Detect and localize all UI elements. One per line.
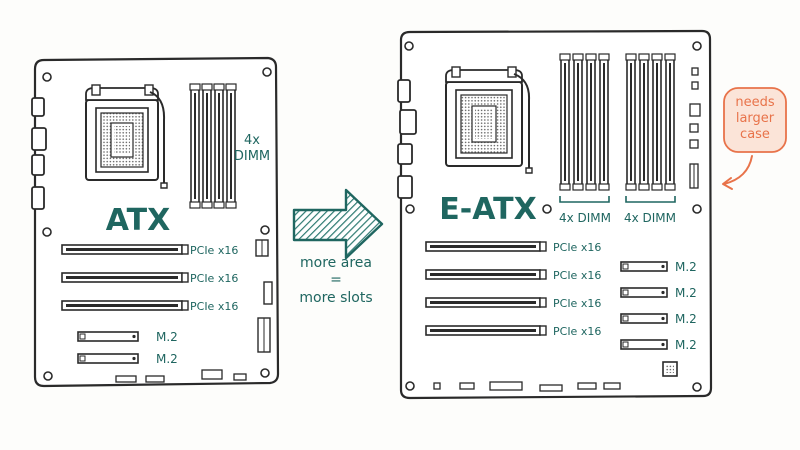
- atx-side-connectors: [257, 281, 273, 353]
- atx-header-connector: [255, 239, 269, 257]
- dimm-slot: [638, 53, 650, 191]
- eatx-pcie-label: PCIe x16: [553, 325, 601, 338]
- note-bubble: [723, 87, 787, 153]
- eatx-bottom-headers: [433, 381, 621, 392]
- atx-dimm-label: DIMM: [234, 149, 270, 164]
- m2-slot: [620, 287, 668, 298]
- eatx-m2-label: M.2: [675, 286, 697, 300]
- eatx-side-connectors: [689, 67, 701, 189]
- dimm-slot: [189, 83, 201, 209]
- dimm-slot: [598, 53, 610, 191]
- atx-title: ATX: [106, 203, 170, 238]
- dimm-slot: [572, 53, 584, 191]
- eatx-mounting-holes: [404, 41, 702, 392]
- m2-slot: [77, 353, 139, 364]
- atx-pcie-label: PCIe x16: [190, 300, 238, 313]
- dimm-slot: [651, 53, 663, 191]
- atx-mounting-holes: [42, 67, 272, 381]
- note-arrow: [723, 155, 753, 185]
- dimm-slot: [559, 53, 571, 191]
- arrow-label-line3: more slots: [299, 290, 372, 306]
- note-line2: larger: [736, 111, 775, 126]
- eatx-m2-label: M.2: [675, 260, 697, 274]
- pcie-slot: [425, 269, 547, 280]
- atx-bottom-headers: [115, 369, 247, 383]
- atx-pcie-label: PCIe x16: [190, 272, 238, 285]
- m2-slot: [620, 261, 668, 272]
- dimm-slot: [201, 83, 213, 209]
- atx-m2-label: M.2: [156, 330, 178, 344]
- m2-slot: [620, 339, 668, 350]
- dimm-slot: [625, 53, 637, 191]
- arrow-shape: [292, 188, 384, 260]
- pcie-slot: [425, 241, 547, 252]
- atx-pcie-label: PCIe x16: [190, 244, 238, 257]
- eatx-dimm-group-label: 4x DIMM: [624, 211, 676, 225]
- pcie-slot: [425, 297, 547, 308]
- dimm-slot: [225, 83, 237, 209]
- pcie-slot: [425, 325, 547, 336]
- atx-cpu-socket: [85, 84, 168, 189]
- dimm-slot: [213, 83, 225, 209]
- dimm-group-1-brace: [559, 196, 610, 203]
- pcie-slot: [61, 300, 189, 311]
- atx-dimm-slots: [189, 83, 237, 209]
- eatx-m2-label: M.2: [675, 338, 697, 352]
- dimm-slot: [664, 53, 676, 191]
- atx-rear-io: [31, 97, 47, 210]
- pcie-slot: [61, 244, 189, 255]
- arrow-label-line1: more area: [300, 255, 372, 271]
- eatx-rear-io: [397, 79, 417, 199]
- eatx-chipset: [662, 361, 678, 377]
- growth-arrow: more area = more slots: [292, 188, 384, 306]
- eatx-dimm-group-1: [559, 53, 610, 191]
- atx-m2-label: M.2: [156, 352, 178, 366]
- eatx-title: E-ATX: [439, 192, 536, 227]
- atx-dimm-count: 4x: [244, 133, 260, 148]
- eatx-pcie-label: PCIe x16: [553, 297, 601, 310]
- eatx-dimm-group-label: 4x DIMM: [559, 211, 611, 225]
- atx-m2-slots: [77, 331, 139, 364]
- dimm-slot: [585, 53, 597, 191]
- note-line3: case: [740, 127, 770, 142]
- eatx-pcie-label: PCIe x16: [553, 241, 601, 254]
- eatx-cpu-socket: [445, 66, 533, 174]
- note-line1: needs: [735, 95, 774, 110]
- m2-slot: [620, 313, 668, 324]
- pcie-slot: [61, 272, 189, 283]
- eatx-pcie-label: PCIe x16: [553, 269, 601, 282]
- arrow-label-line2: =: [330, 272, 342, 288]
- atx-board: 4x DIMM ATX P: [31, 56, 280, 388]
- larger-case-note: needs larger case: [722, 87, 787, 190]
- eatx-m2-label: M.2: [675, 312, 697, 326]
- dimm-group-2-brace: [625, 196, 676, 203]
- eatx-board: 4x DIMM 4x DIMM E-ATX: [397, 29, 713, 400]
- note-arrow-head: [722, 177, 733, 190]
- atx-pcie-slots: [61, 244, 189, 311]
- eatx-pcie-slots: [425, 241, 547, 336]
- eatx-m2-slots: [620, 261, 668, 350]
- m2-slot: [77, 331, 139, 342]
- eatx-dimm-group-2: [625, 53, 676, 191]
